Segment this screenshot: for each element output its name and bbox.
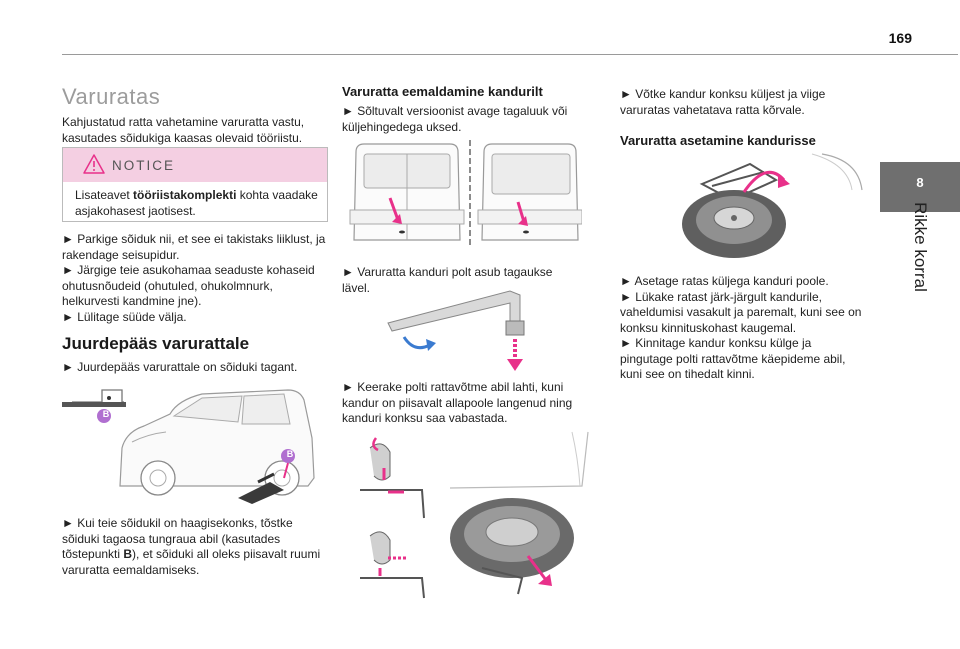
removal-step-loosen: ► Keerake polti rattavõtme abil lahti, k…: [342, 380, 573, 425]
chapter-title: Rikke korral: [911, 202, 930, 292]
carrier-hook-illustration: [354, 431, 589, 599]
step-park: ► Parkige sõiduk nii, et see ei takistak…: [62, 232, 326, 262]
car-jack-illustration: [62, 389, 315, 504]
access-step: ► Juurdepääs varurattale on sõiduki taga…: [62, 360, 298, 374]
rear-doors-illustration: [349, 140, 582, 248]
page-number: 169: [888, 30, 912, 46]
access-title: Juurdepääs varurattale: [62, 334, 250, 353]
install-title: Varuratta asetamine kandurisse: [620, 133, 816, 148]
section-title: Varuratas: [62, 84, 161, 109]
install-step-take: ► Võtke kandur konksu küljest ja viige v…: [620, 87, 826, 117]
notice-header: [63, 148, 327, 182]
notice-title: NOTICE: [112, 158, 176, 173]
chapter-tab[interactable]: [880, 162, 960, 212]
intro-text: Kahjustatud ratta vahetamine varuratta v…: [62, 115, 305, 145]
chapter-number: 8: [916, 175, 924, 190]
wrench-illustration: [387, 290, 525, 371]
step-ignition: ► Lülitage süüde välja.: [62, 309, 187, 324]
step-safety: ► Järgige teie asukohamaa seaduste kohas…: [62, 263, 315, 308]
notice-text: Lisateavet tööriistakomplekti kohta vaad…: [75, 188, 318, 218]
removal-title: Varuratta eemaldamine kandurilt: [342, 84, 543, 99]
notice-box: NOTICE Lisateavet tööriistakomplekti koh…: [62, 147, 328, 222]
marker-b-car: B: [286, 449, 294, 459]
install-steps: ► Asetage ratas küljega kanduri poole. ►…: [620, 274, 862, 383]
removal-step-doors: ► Sõltuvalt versioonist avage tagaluuk v…: [342, 104, 568, 134]
warning-icon: [83, 154, 105, 174]
steps-list: ► Parkige sõiduk nii, et see ei takistak…: [62, 232, 328, 325]
install-step-push: ► Lükake ratast järk-järgult kandurile, …: [620, 289, 862, 335]
trailer-step: ► Kui teie sõidukil on haagisekonks, tõs…: [62, 516, 321, 577]
spare-wheel-illustration: [682, 153, 863, 258]
install-step-tighten: ► Kinnitage kandur konksu külge ja pingu…: [620, 336, 846, 381]
marker-b-inset: B: [102, 409, 110, 419]
header-rule: [62, 54, 958, 55]
removal-step-bolt: ► Varuratta kanduri polt asub tagaukse l…: [342, 265, 553, 295]
install-step-side: ► Asetage ratas küljega kanduri poole.: [620, 274, 829, 288]
